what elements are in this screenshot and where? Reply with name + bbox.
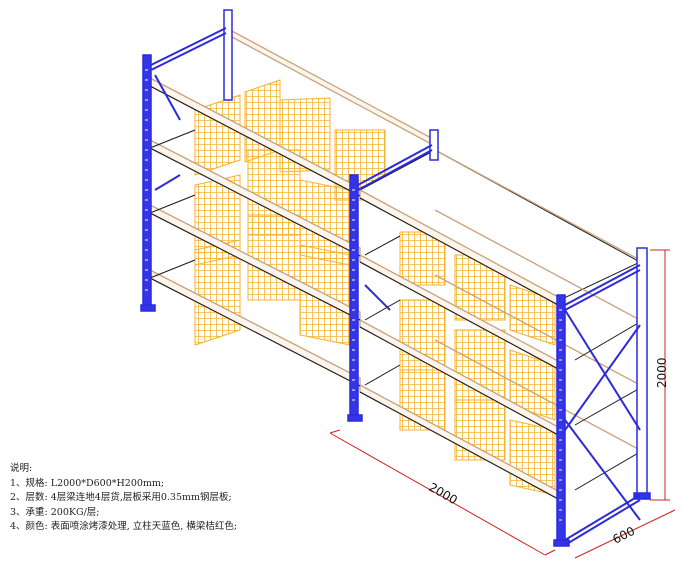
dimension-lines xyxy=(329,249,676,559)
note-levels: 2、层数: 4层梁连地4层货,层板采用0.35mm钢层板; xyxy=(10,492,232,503)
upright-left-back xyxy=(223,9,233,101)
notes-block: 说明: 1、规格: L2000*D600*H200mm; 2、层数: 4层梁连地… xyxy=(10,462,237,535)
upright-middle-front xyxy=(349,174,359,421)
side-braces xyxy=(150,27,641,546)
upright-holes xyxy=(145,69,562,521)
notes-heading: 说明: xyxy=(10,463,33,474)
dimension-depth: 600 xyxy=(610,524,637,547)
shelf-edges xyxy=(149,85,641,501)
dimension-height: 2000 xyxy=(655,357,669,388)
upright-right-back xyxy=(636,247,648,499)
note-color: 4、颜色: 表面喷涂烤漆处理, 立柱天蓝色, 横梁桔红色; xyxy=(10,521,238,532)
beams xyxy=(149,28,641,502)
note-spec: 1、规格: L2000*D600*H200mm; xyxy=(10,477,165,489)
mesh-panels-right xyxy=(399,231,556,496)
note-load: 3、承重: 200KG/层; xyxy=(10,506,100,518)
dimension-length: 2000 xyxy=(426,480,459,507)
upright-left-front xyxy=(142,54,152,311)
